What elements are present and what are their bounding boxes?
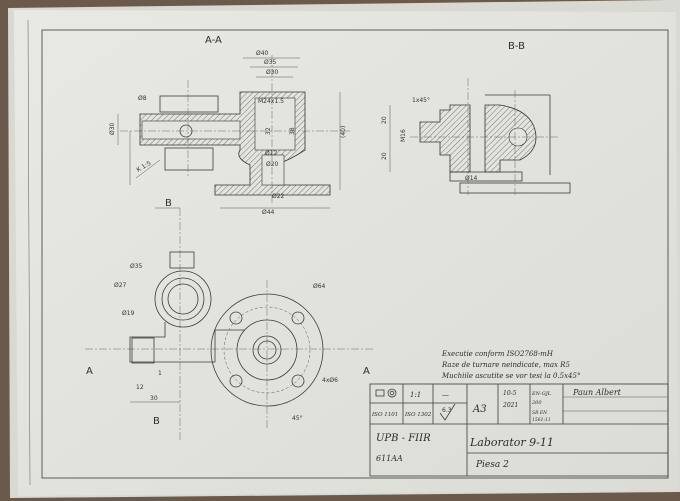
drawing-sheet bbox=[14, 10, 678, 496]
drawing-title: Laborator 9-11 bbox=[469, 436, 554, 449]
technical-notes: Executie conform ISO2768-mH Raze de turn… bbox=[441, 350, 580, 380]
dim-label: Ø64 bbox=[313, 283, 326, 290]
dim-label: 1 bbox=[158, 370, 162, 377]
standard-1: ISO 1101 bbox=[371, 412, 398, 418]
dim-label: Ø8 bbox=[138, 95, 147, 102]
dim-label: Ø40 bbox=[256, 50, 269, 57]
dim-label: Ø30 bbox=[109, 122, 116, 135]
dim-label: Ø12 bbox=[265, 150, 278, 157]
dim-label: (40) bbox=[340, 126, 347, 138]
dim-label: M24x1.5 bbox=[258, 98, 284, 105]
dim-label: Ø22 bbox=[272, 193, 285, 200]
section-marker-b-bottom: B bbox=[153, 416, 160, 427]
date-year: 2021 bbox=[502, 402, 518, 409]
material-standard: 1561:11 bbox=[532, 417, 551, 423]
section-marker-b-top: B bbox=[165, 198, 172, 209]
section-bb-view: B-B 1x45° 20 20 M16 Ø14 bbox=[381, 41, 571, 195]
plan-view: B B A A Ø35 Ø27 Ø19 Ø64 4xØ6 12 30 1 45° bbox=[85, 198, 375, 440]
dim-label: Ø20 bbox=[266, 161, 279, 168]
scale: 1:1 bbox=[410, 391, 421, 399]
dim-label: Ø30 bbox=[266, 69, 279, 76]
part-name: Piesa 2 bbox=[475, 460, 509, 470]
material: EN-GJL bbox=[531, 391, 552, 397]
dim-label: 38 bbox=[289, 127, 296, 135]
dim-label: Ø27 bbox=[114, 282, 127, 289]
date-day: 10-5 bbox=[503, 390, 517, 397]
projection-symbol-icon bbox=[375, 388, 397, 398]
author: Paun Albert bbox=[572, 388, 622, 397]
drawing-frame bbox=[41, 29, 669, 479]
dim-label: 32 bbox=[265, 127, 272, 135]
dim-label: 4xØ6 bbox=[322, 377, 338, 384]
dim-label: 1x45° bbox=[412, 97, 430, 104]
material-standard: SR EN bbox=[532, 410, 548, 416]
dim-label: Ø44 bbox=[262, 209, 275, 216]
dim-label: 30 bbox=[150, 395, 158, 402]
roughness-symbol-icon: 6.3 bbox=[439, 403, 456, 421]
note: Raze de turnare neindicate, max R5 bbox=[441, 361, 570, 369]
title-block: 1:1 — ISO 1101 ISO 1302 6.3 A3 10-5 2021… bbox=[369, 383, 669, 477]
standard-2: ISO 1302 bbox=[404, 412, 432, 418]
tolerance-dash: — bbox=[442, 391, 449, 399]
section-marker-a-left: A bbox=[86, 366, 93, 377]
dim-label: Ø14 bbox=[465, 175, 478, 182]
institution: UPB - FIIR bbox=[376, 433, 431, 444]
dim-label: 45° bbox=[292, 415, 303, 422]
section-aa-view: A-A Ø40 Ø35 Ø30 Ø8 Ø30 K 1:5 M24x1.5 Ø12… bbox=[109, 35, 350, 216]
section-aa-title: A-A bbox=[205, 35, 222, 46]
dim-label: 20 bbox=[381, 116, 388, 124]
dim-label: M16 bbox=[400, 129, 407, 142]
note: Executie conform ISO2768-mH bbox=[441, 350, 554, 358]
section-bb-title: B-B bbox=[508, 41, 525, 52]
group: 611AA bbox=[376, 454, 403, 463]
material: 200 bbox=[531, 400, 542, 406]
svg-text:6.3: 6.3 bbox=[442, 407, 452, 414]
sheet-format: A3 bbox=[472, 404, 487, 415]
dim-label: 12 bbox=[136, 384, 144, 391]
section-marker-a-right: A bbox=[363, 366, 370, 377]
dim-label: Ø35 bbox=[264, 59, 277, 66]
dim-label: Ø19 bbox=[122, 310, 135, 317]
note: Muchiile ascutite se vor tesi la 0.5x45° bbox=[441, 372, 580, 380]
dim-label: 20 bbox=[381, 152, 388, 160]
dim-label: Ø35 bbox=[130, 263, 143, 270]
